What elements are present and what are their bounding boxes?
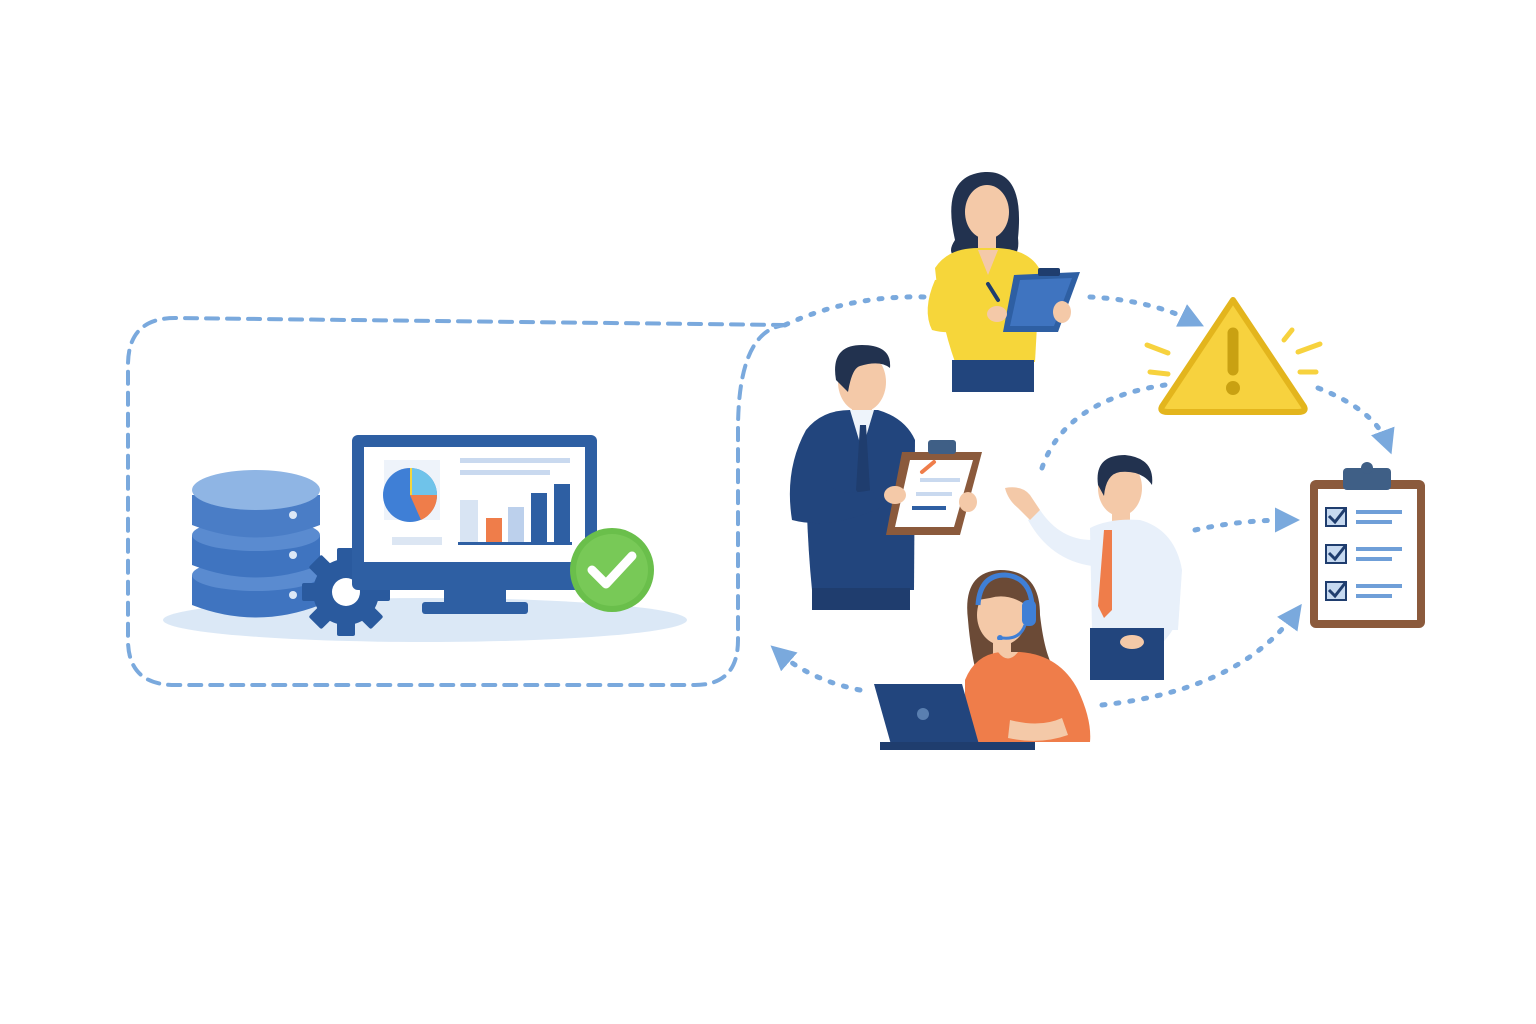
checklist-item — [1325, 544, 1402, 564]
monitor-dashboard — [352, 435, 597, 614]
headset-icon — [975, 572, 1036, 641]
check-badge-icon — [570, 528, 654, 612]
system-panel-border — [126, 315, 787, 687]
laptop-icon — [874, 684, 1035, 750]
checklist-item — [1325, 581, 1402, 601]
man-suit-with-clipboard — [789, 345, 982, 610]
tablet-icon — [1003, 268, 1080, 332]
flow-arrow-headset-to-checklist — [1099, 603, 1302, 708]
flow-arrow-headset-to-panel — [770, 645, 863, 693]
clipboard-icon — [886, 440, 982, 535]
flow-arrow-woman-to-warning — [1087, 294, 1204, 327]
man-pointing — [1005, 455, 1182, 680]
woman-yellow-with-tablet — [927, 171, 1080, 392]
bar-chart-icon — [458, 484, 572, 545]
flow-arrow-pointing-to-warning — [1039, 382, 1168, 471]
checklist-clipboard-icon — [1310, 462, 1425, 628]
pie-chart-icon — [383, 468, 438, 522]
warning-triangle-icon — [1144, 297, 1323, 415]
checklist-item — [1325, 507, 1402, 527]
flow-arrow-pointing-to-checklist — [1192, 507, 1300, 533]
woman-headset-laptop — [874, 570, 1091, 750]
database-icon — [192, 470, 320, 618]
flow-arrow-warning-to-checklist — [1315, 385, 1395, 455]
flow-arrow-panel-to-woman — [782, 294, 928, 328]
